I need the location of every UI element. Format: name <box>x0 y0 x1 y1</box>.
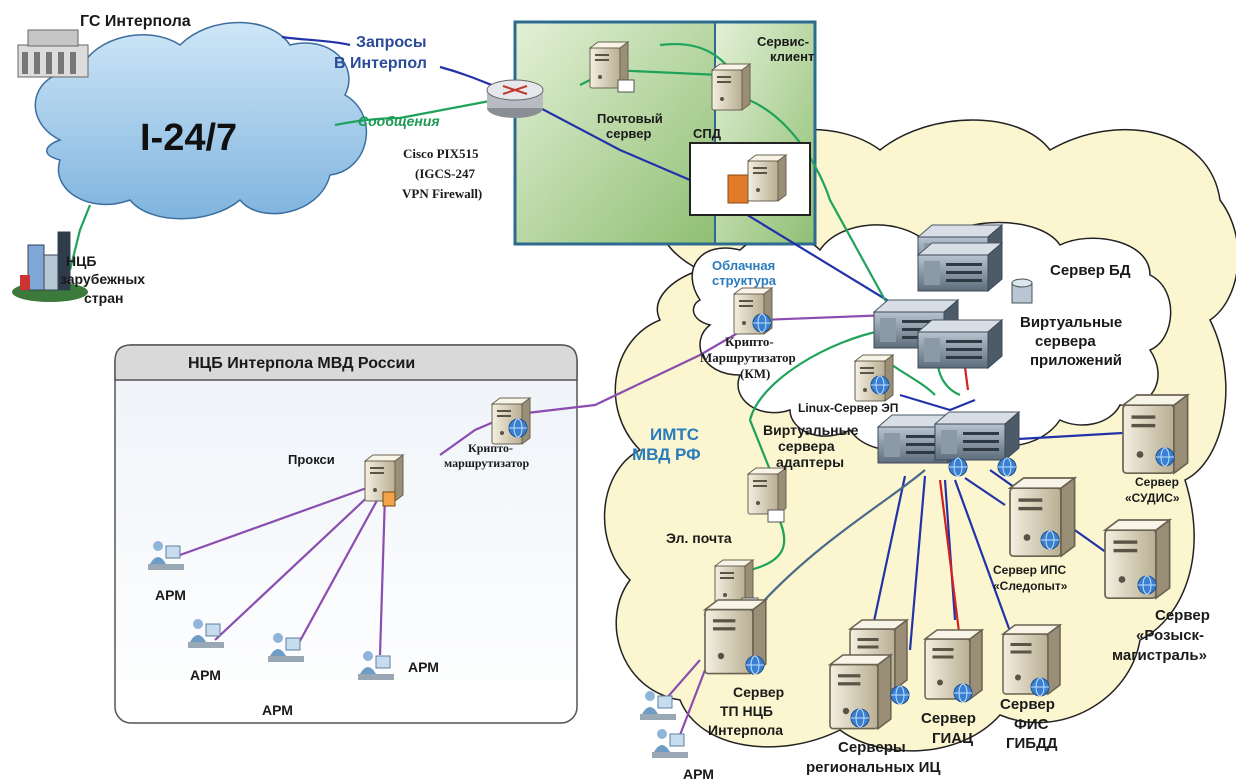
ips-label-2: «Следопыт» <box>993 579 1068 593</box>
globe-icon <box>850 708 870 728</box>
globe-icon <box>745 655 765 675</box>
virtual-app-servers-icon-2 <box>917 319 1003 369</box>
ncb-foreign-label-3: стран <box>84 290 123 306</box>
virtual-app-label-2: сервера <box>1035 333 1096 350</box>
messages-label: Сообщения <box>358 113 440 129</box>
virtual-adapters-label-3: адаптеры <box>776 454 844 470</box>
service-client-label-1: Сервис- <box>757 34 809 49</box>
virtual-app-label-3: приложений <box>1030 352 1122 369</box>
i247-label: I-24/7 <box>140 117 237 159</box>
arm-label: АРМ <box>683 766 714 782</box>
rozysk-label-1: Сервер <box>1155 607 1210 624</box>
tp-server-label-1: Сервер <box>733 684 784 700</box>
virtual-adapters-label-2: сервера <box>778 438 835 454</box>
database-icon <box>1011 278 1033 304</box>
requests-label-1: Запросы <box>356 34 426 51</box>
arm-label: АРМ <box>190 667 221 683</box>
tp-server-label-3: Интерпола <box>708 722 783 738</box>
rozysk-label-2: «Розыск- <box>1136 627 1204 644</box>
rozysk-label-3: магистраль» <box>1112 647 1207 664</box>
globe-icon <box>1155 447 1175 467</box>
globe-icon <box>890 685 910 705</box>
globe-icon <box>508 418 528 438</box>
cisco-label-2: (IGCS-247 <box>415 166 475 181</box>
ncb-foreign-icon <box>12 231 88 302</box>
globe-icon <box>1137 575 1157 595</box>
tp-server-label-2: ТП НЦБ <box>720 703 773 719</box>
virtual-adapters-label-1: Виртуальные <box>763 422 859 438</box>
regional-servers-label-1: Серверы <box>838 739 906 756</box>
arm-workstation-icon <box>651 728 689 759</box>
virtual-app-label-1: Виртуальные <box>1020 314 1122 331</box>
crypto-km-label-2: Маршрутизатор <box>700 350 796 365</box>
globe-icon <box>752 313 772 333</box>
regional-servers-label-2: региональных ИЦ <box>806 759 940 776</box>
i247-cloud <box>34 21 368 220</box>
email-server-icon <box>747 467 787 515</box>
sudis-label-1: Сервер <box>1135 475 1179 489</box>
fis-label-1: Сервер <box>1000 696 1055 713</box>
crypto-km-label-3: (КМ) <box>740 366 770 381</box>
arm-label: АРМ <box>408 659 439 675</box>
arm-label: АРМ <box>262 702 293 718</box>
crypto-router-label-2: маршрутизатор <box>444 456 529 470</box>
cloud-structure-label-1: Облачная <box>712 258 775 273</box>
ncb-foreign-label-1: НЦБ <box>66 253 96 269</box>
proxy-label: Прокси <box>288 452 335 467</box>
service-client-label-2: клиент <box>770 49 814 64</box>
cisco-label-1: Cisco PIX515 <box>403 146 479 161</box>
globe-icon <box>870 375 890 395</box>
spd-server-icon <box>711 63 751 111</box>
arm-label: АРМ <box>155 587 186 603</box>
cisco-router-icon <box>486 79 544 118</box>
gs-interpol-label: ГС Интерпола <box>80 13 191 30</box>
email-label: Эл. почта <box>666 530 732 546</box>
service-client-server-icon <box>747 154 787 202</box>
giac-label-1: Сервер <box>921 710 976 727</box>
spd-label: СПД <box>693 126 722 141</box>
imts-label-2: МВД РФ <box>632 445 701 464</box>
interpol-hq-building-icon <box>17 29 89 78</box>
fis-label-3: ГИБДД <box>1006 735 1058 752</box>
ncb-foreign-label-2: зарубежных <box>60 271 145 287</box>
mail-server-label-2: сервер <box>606 126 651 141</box>
linux-ep-label: Linux-Сервер ЭП <box>798 401 898 415</box>
mail-server-label-1: Почтовый <box>597 111 663 126</box>
fis-label-2: ФИС <box>1014 716 1049 733</box>
requests-label-2: В Интерпол <box>334 55 427 72</box>
sudis-label-2: «СУДИС» <box>1125 491 1180 505</box>
globe-icon <box>953 683 973 703</box>
virtual-adapter-servers-icon-2 <box>934 411 1020 461</box>
ncb-russia-title: НЦБ Интерпола МВД России <box>188 355 415 372</box>
ips-label-1: Сервер ИПС <box>993 563 1066 577</box>
giac-label-2: ГИАЦ <box>932 730 973 747</box>
db-server-label: Сервер БД <box>1050 262 1131 279</box>
crypto-router-label-1: Крипто- <box>468 441 513 455</box>
db-server-rack-icon <box>917 224 1003 292</box>
cisco-label-3: VPN Firewall) <box>402 186 482 201</box>
globe-icon <box>1040 530 1060 550</box>
globe-icon <box>1030 677 1050 697</box>
service-panel-box <box>513 20 817 246</box>
globe-icon <box>997 457 1017 477</box>
sudis-server-icon <box>1122 394 1189 475</box>
cloud-structure-label-2: структура <box>712 273 777 288</box>
crypto-km-label-1: Крипто- <box>725 334 774 349</box>
giac-server-icon <box>924 629 983 700</box>
globe-icon <box>948 457 968 477</box>
rozysk-server-icon <box>1104 519 1171 600</box>
imts-label-1: ИМТС <box>650 425 699 444</box>
